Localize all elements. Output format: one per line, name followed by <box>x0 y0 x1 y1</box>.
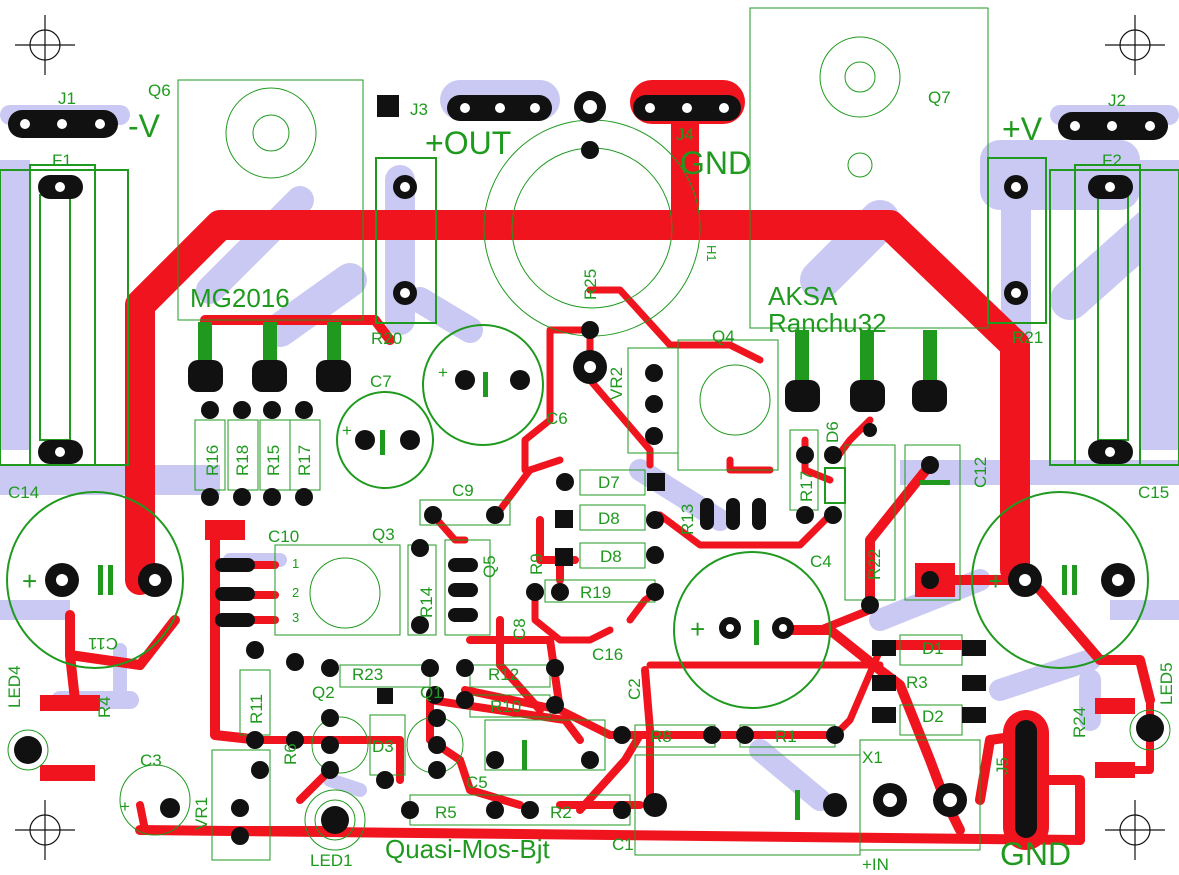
label-plus-c6: + <box>438 363 448 382</box>
label-c3: C3 <box>140 751 162 770</box>
label-c9: C9 <box>452 481 474 500</box>
label-q5: Q5 <box>480 555 499 578</box>
label-d3: D3 <box>372 737 394 756</box>
mounting-hole-marks <box>15 15 1165 860</box>
label-j1: J1 <box>58 89 76 108</box>
label-c6: C6 <box>546 409 568 428</box>
label-c16: C16 <box>592 645 623 664</box>
component-pads <box>8 91 1168 845</box>
label-c2: C2 <box>625 678 644 700</box>
label-gnd-bottom: GND <box>1000 836 1071 872</box>
label-r9: R9 <box>527 553 546 575</box>
label-d2: D2 <box>922 707 944 726</box>
label-f1: F1 <box>52 151 72 170</box>
label-q3: Q3 <box>372 525 395 544</box>
label-d7: D7 <box>598 473 620 492</box>
label-c7: C7 <box>370 372 392 391</box>
label-j5: J5 <box>993 757 1012 775</box>
label-d1: D1 <box>922 639 944 658</box>
label-c4: C4 <box>810 552 832 571</box>
label-r23: R23 <box>352 665 383 684</box>
label-pos-v: +V <box>1002 111 1043 147</box>
label-c14: C14 <box>8 483 39 502</box>
label-q4: Q4 <box>712 327 735 346</box>
label-neg-v: -V <box>128 108 161 144</box>
label-c1: C1 <box>612 835 634 854</box>
label-r15: R15 <box>264 445 283 476</box>
label-pos-in: +IN <box>862 855 889 874</box>
label-r17a: R17 <box>295 445 314 476</box>
label-d8: D8 <box>598 509 620 528</box>
label-j4: J4 <box>676 125 694 144</box>
label-pin-1: 1 <box>292 556 299 571</box>
pad-holes <box>20 100 1155 807</box>
label-r1: R1 <box>775 727 797 746</box>
label-h1: H1 <box>704 245 719 262</box>
label-q2: Q2 <box>312 683 335 702</box>
label-r22: R22 <box>865 549 884 580</box>
label-gnd-top: GND <box>680 145 751 181</box>
label-q1: Q1 <box>420 683 443 702</box>
label-d6: D6 <box>823 421 842 443</box>
label-quasi-mos-bjt: Quasi-Mos-Bjt <box>385 834 550 864</box>
label-vr2: VR2 <box>607 367 626 400</box>
silkscreen-labels: J1 Q6 -V F1 J3 +OUT J4 GND H1 Q7 J2 +V F… <box>5 81 1176 874</box>
label-led1: LED1 <box>310 851 353 870</box>
label-r11: R11 <box>247 694 266 724</box>
label-pos-out: +OUT <box>425 125 511 161</box>
label-plus-c14: + <box>22 566 37 596</box>
label-plus-c15: + <box>988 566 1003 596</box>
label-r13: R13 <box>678 504 697 535</box>
label-vr1: VR1 <box>192 797 211 830</box>
label-c12: C12 <box>971 457 990 488</box>
label-plus-c16: + <box>690 614 705 644</box>
label-j2: J2 <box>1108 91 1126 110</box>
label-q7: Q7 <box>928 88 951 107</box>
label-mg2016: MG2016 <box>190 283 290 313</box>
label-r18: R18 <box>233 445 252 476</box>
label-j3: J3 <box>410 100 428 119</box>
label-plus-c3: + <box>120 797 130 816</box>
label-led4: LED4 <box>5 665 24 708</box>
label-r14: R14 <box>417 587 436 618</box>
label-r16: R16 <box>203 445 222 476</box>
label-r20: R20 <box>371 329 402 348</box>
label-r5: R5 <box>435 803 457 822</box>
label-r10: R10 <box>490 697 521 716</box>
label-aksa: AKSA <box>768 281 838 311</box>
label-r25: R25 <box>581 269 600 300</box>
label-pin-3: 3 <box>292 610 299 625</box>
label-c8: C8 <box>510 618 529 640</box>
top-copper-layer <box>40 80 1155 850</box>
label-r24: R24 <box>1070 707 1089 738</box>
label-d8b: D8 <box>600 547 622 566</box>
label-f2: F2 <box>1102 151 1122 170</box>
label-r4: R4 <box>95 696 114 718</box>
label-led5: LED5 <box>1157 662 1176 705</box>
label-r17: R17 <box>797 471 816 502</box>
label-x1: X1 <box>862 748 883 767</box>
label-r8: R8 <box>650 727 672 746</box>
label-c11: C11 <box>88 634 118 653</box>
supply-rail-trace <box>125 210 1030 595</box>
label-c10: C10 <box>268 527 299 546</box>
label-c5: C5 <box>466 773 488 792</box>
label-r3: R3 <box>906 673 928 692</box>
label-r2: R2 <box>550 803 572 822</box>
label-plus-c7: + <box>342 421 352 440</box>
label-r6: R6 <box>281 743 300 765</box>
label-c15: C15 <box>1138 483 1169 502</box>
label-pin-2: 2 <box>292 585 299 600</box>
label-r21: R21 <box>1012 328 1043 347</box>
label-q6: Q6 <box>148 81 171 100</box>
label-r19: R19 <box>580 583 611 602</box>
label-r12: R12 <box>488 665 519 684</box>
label-ranchu32: Ranchu32 <box>768 308 887 338</box>
